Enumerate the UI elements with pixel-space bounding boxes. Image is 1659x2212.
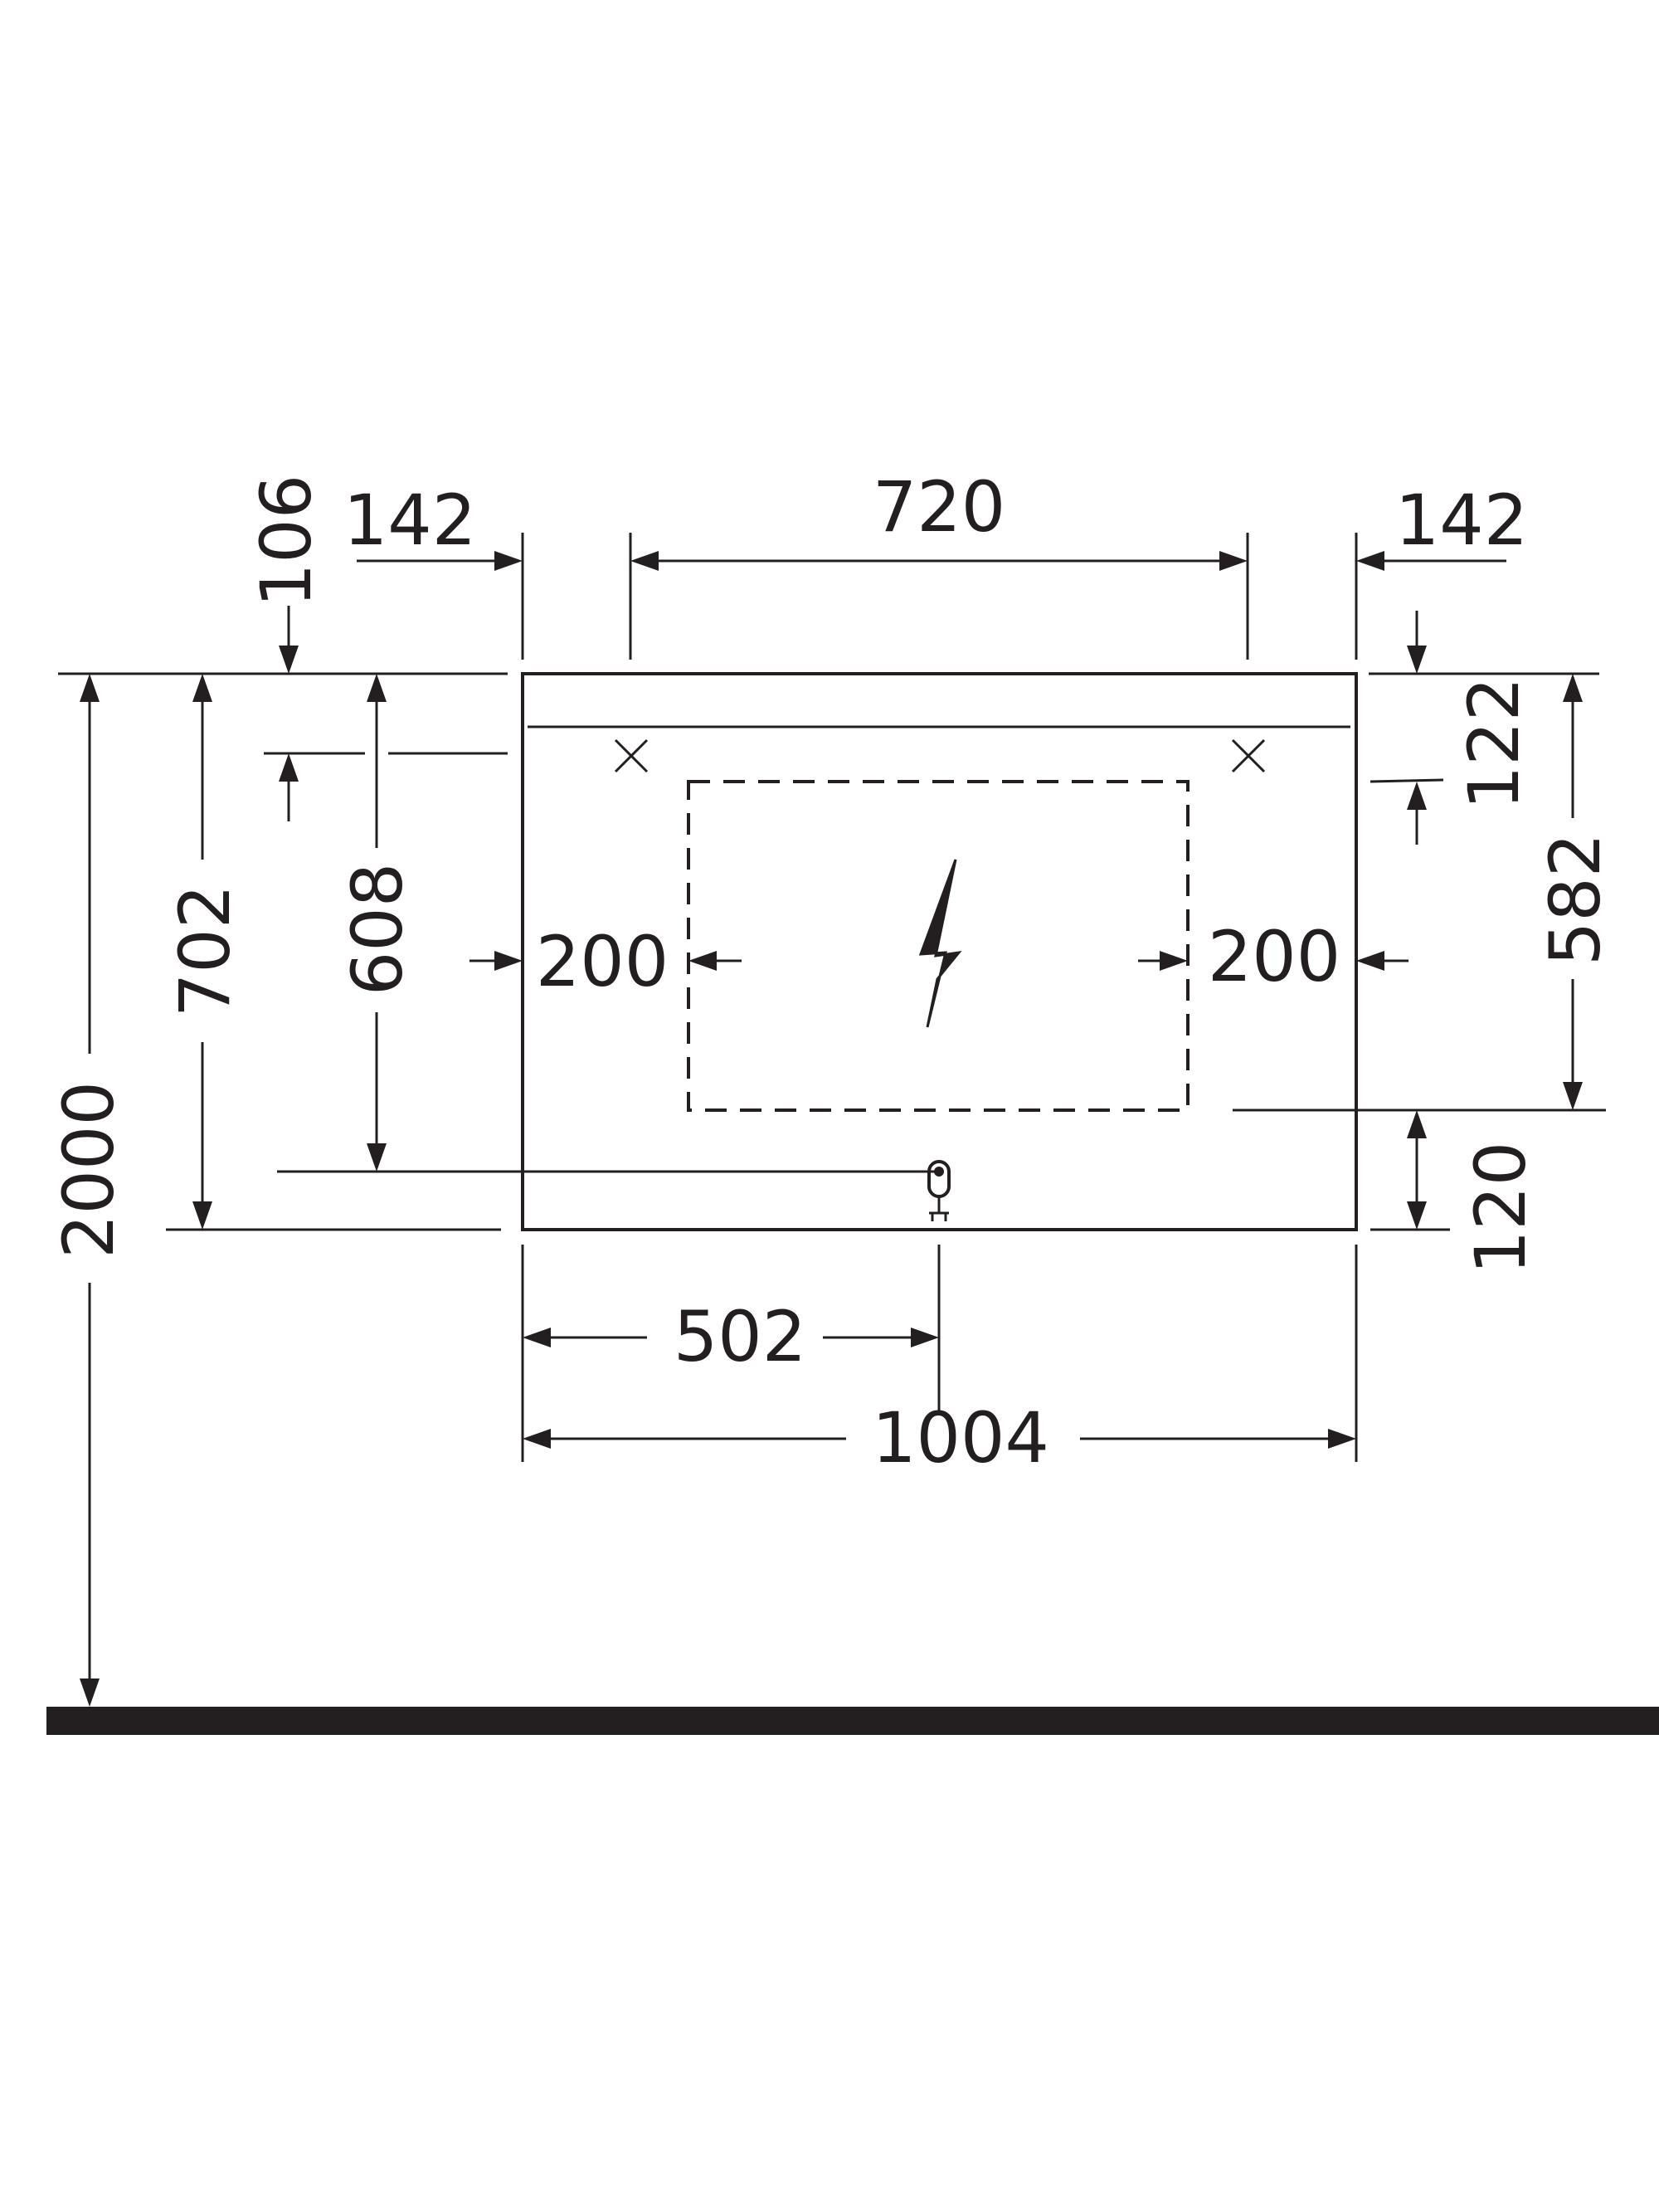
dim-142-left-label: 142	[343, 480, 476, 561]
dim-200-right: 200	[1138, 916, 1408, 997]
dim-582-label: 582	[1535, 833, 1616, 966]
extension-lines	[58, 533, 1606, 1462]
dim-702-label: 702	[164, 884, 246, 1017]
dim-502-label: 502	[674, 1296, 806, 1377]
dim-122: 122	[1407, 611, 1535, 845]
dim-720: 720	[630, 466, 1248, 571]
dim-120: 120	[1407, 1110, 1541, 1274]
dim-2000: 2000	[48, 674, 129, 1707]
dim-122-label: 122	[1453, 677, 1535, 810]
dim-502: 502	[523, 1296, 939, 1377]
mounting-point-left-x-icon	[614, 738, 649, 773]
dim-200-left-label: 200	[536, 921, 669, 1002]
dim-608: 608	[337, 674, 418, 1172]
dim-1004-label: 1004	[872, 1397, 1049, 1479]
dim-608-label: 608	[337, 863, 418, 996]
dim-702: 702	[164, 674, 246, 1230]
dim-2000-label: 2000	[48, 1081, 129, 1259]
dim-200-right-label: 200	[1208, 916, 1340, 997]
lightning-bolt-icon	[918, 859, 962, 1028]
dim-142-right: 142	[1356, 480, 1528, 571]
dim-106: 106	[246, 475, 327, 821]
dim-720-label: 720	[873, 466, 1005, 548]
dim-120-label: 120	[1460, 1142, 1541, 1274]
floor-line	[46, 1707, 1659, 1735]
mirror-outline	[521, 672, 1358, 1231]
dim-106-label: 106	[246, 475, 327, 607]
mounting-point-right-x-icon	[1231, 738, 1266, 773]
dim-200-left: 200	[469, 921, 742, 1002]
electrical-zone-dashed	[687, 780, 1190, 1112]
dim-142-right-label: 142	[1395, 480, 1528, 561]
dim-1004: 1004	[523, 1397, 1356, 1479]
dim-142-left: 142	[343, 480, 523, 571]
dim-582: 582	[1535, 674, 1616, 1110]
